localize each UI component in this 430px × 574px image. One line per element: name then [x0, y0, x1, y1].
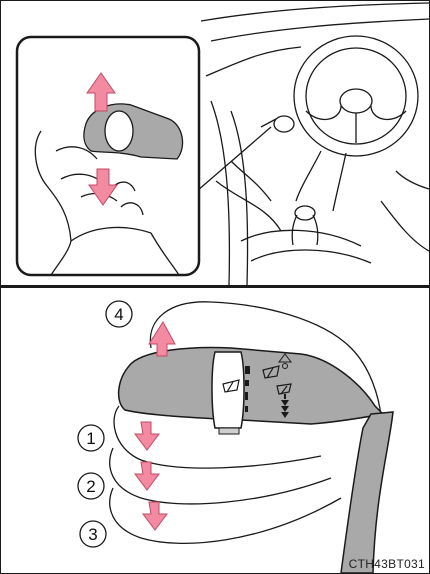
lever-panel: 4 1 2 3 — [1, 288, 429, 573]
interior-illustration — [1, 1, 429, 285]
position-label-2: 2 — [78, 473, 104, 499]
interior-panel — [1, 1, 429, 285]
svg-text:4: 4 — [114, 305, 123, 324]
figure-code: CTH43BT031 — [349, 557, 425, 571]
position-label-1: 1 — [78, 425, 104, 451]
arrow-down-pos3 — [143, 502, 167, 530]
position-label-3: 3 — [80, 521, 106, 547]
arrow-down-pos2 — [135, 462, 159, 490]
wiper-lever — [119, 348, 383, 424]
lever-illustration: 4 1 2 3 — [1, 288, 429, 573]
svg-text:1: 1 — [86, 429, 95, 448]
svg-text:2: 2 — [86, 477, 95, 496]
arrow-down-pos1 — [135, 422, 159, 450]
position-label-4: 4 — [106, 301, 132, 327]
svg-text:3: 3 — [88, 525, 97, 544]
